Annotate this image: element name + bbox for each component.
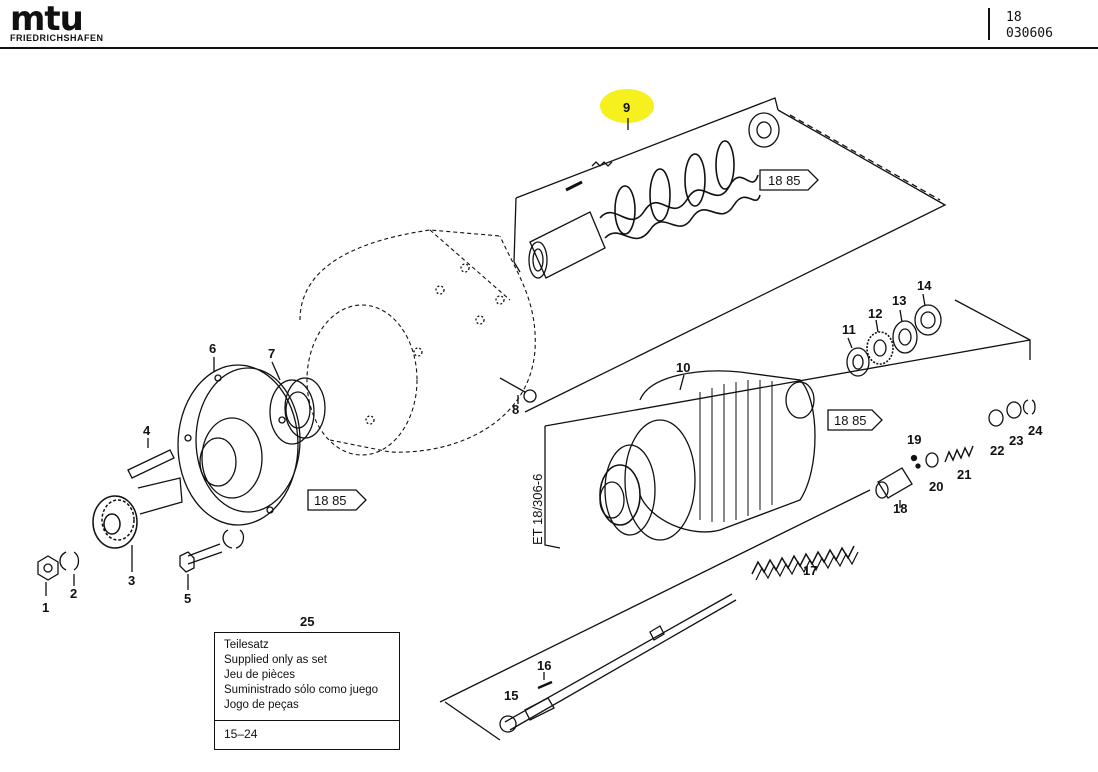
callout-2: 2 bbox=[70, 586, 77, 601]
sleeve-18 bbox=[877, 467, 913, 499]
screw-8 bbox=[499, 377, 526, 393]
drive-sleeve bbox=[529, 211, 606, 279]
page-code: 030606 bbox=[1006, 26, 1053, 41]
pinion-gear-3 bbox=[92, 495, 138, 549]
callout-7: 7 bbox=[268, 346, 275, 361]
callout-numbers: 1 2 3 4 5 6 7 8 9 10 11 12 13 14 15 16 1… bbox=[42, 100, 1043, 703]
callout-19: 19 bbox=[907, 432, 921, 447]
page-info: 18 030606 bbox=[1006, 10, 1053, 42]
ref-label-left: 18 85 bbox=[314, 493, 347, 508]
washer-14 bbox=[914, 304, 942, 336]
hex-nut-1 bbox=[37, 555, 59, 581]
callout-23: 23 bbox=[1009, 433, 1023, 448]
bolt-5 bbox=[187, 543, 223, 565]
callout-13: 13 bbox=[892, 293, 906, 308]
washer-11 bbox=[846, 347, 870, 377]
callout-4: 4 bbox=[143, 423, 151, 438]
ball-19 bbox=[910, 454, 918, 462]
woodruff-key-4 bbox=[127, 449, 175, 479]
callout-6: 6 bbox=[209, 341, 216, 356]
ref-label-top: 18 85 bbox=[768, 173, 801, 188]
kit-description: Teilesatz Supplied only as set Jeu de pi… bbox=[215, 633, 399, 721]
parts-kit-box: Teilesatz Supplied only as set Jeu de pi… bbox=[214, 632, 400, 750]
nut-15 bbox=[499, 715, 517, 733]
pinion-shaft-3 bbox=[137, 477, 183, 515]
kit-line-de: Teilesatz bbox=[224, 639, 269, 651]
callout-18: 18 bbox=[893, 501, 907, 516]
page-header: mtu FRIEDRICHSHAFEN 18 030606 bbox=[0, 0, 1098, 48]
ref-arrow-left bbox=[307, 489, 367, 511]
callout-24: 24 bbox=[1028, 423, 1043, 438]
callout-9-highlight bbox=[600, 89, 654, 123]
spiral-gear bbox=[599, 140, 761, 240]
bearing-7 bbox=[269, 377, 326, 445]
callout-5: 5 bbox=[184, 591, 191, 606]
lock-washer-2 bbox=[59, 551, 80, 571]
end-flange-6 bbox=[177, 364, 301, 526]
mtu-logo: mtu bbox=[10, 0, 84, 39]
ref-arrow-top bbox=[759, 169, 819, 191]
leader-10 bbox=[679, 374, 685, 391]
kit-line-fr: Jeu de pièces bbox=[224, 669, 295, 681]
header-divider bbox=[988, 8, 990, 40]
washer-20 bbox=[925, 452, 939, 468]
kit-line-pt: Jogo de peças bbox=[224, 699, 299, 711]
callout-8: 8 bbox=[512, 402, 519, 417]
header-rule bbox=[0, 47, 1098, 49]
end-ring bbox=[748, 112, 780, 148]
callout-10: 10 bbox=[676, 360, 690, 375]
callout-9: 9 bbox=[623, 100, 630, 115]
callout-22: 22 bbox=[990, 443, 1004, 458]
small-pin bbox=[565, 180, 583, 192]
circlip-24 bbox=[1022, 399, 1036, 415]
spring-21 bbox=[944, 445, 974, 463]
callout-25: 25 bbox=[300, 614, 315, 629]
callout-11: 11 bbox=[842, 322, 856, 337]
ref-label-middle: 18 85 bbox=[834, 413, 867, 428]
assembly-9-outline bbox=[513, 97, 947, 413]
small-spring bbox=[591, 161, 613, 167]
group-number: 18 bbox=[1006, 10, 1022, 25]
kit-line-es: Suministrado sólo como juego bbox=[224, 684, 379, 696]
pin-16 bbox=[537, 680, 553, 690]
ref-arrow-middle bbox=[827, 409, 883, 431]
et-label: ET 18/306-6 bbox=[530, 474, 545, 545]
armature-10 bbox=[599, 370, 816, 541]
exploded-parts-diagram: 1 2 3 4 5 6 7 8 9 10 11 12 13 14 15 16 1… bbox=[37, 89, 1043, 741]
assembly-9-dashes bbox=[789, 114, 941, 201]
leader-7 bbox=[271, 361, 281, 381]
callout-16: 16 bbox=[537, 658, 551, 673]
callout-1: 1 bbox=[42, 600, 49, 615]
callout-20: 20 bbox=[929, 479, 943, 494]
logo-subtitle: FRIEDRICHSHAFEN bbox=[10, 33, 104, 43]
callout-14: 14 bbox=[917, 278, 932, 293]
washer-13 bbox=[892, 320, 918, 354]
lower-frame bbox=[439, 489, 871, 741]
callout-17: 17 bbox=[803, 563, 817, 578]
washer-23 bbox=[1006, 401, 1022, 419]
retaining-ring bbox=[222, 529, 245, 549]
washer-22 bbox=[988, 409, 1004, 427]
armature-outline bbox=[544, 299, 1031, 549]
kit-line-en: Supplied only as set bbox=[224, 654, 327, 666]
callout-3: 3 bbox=[128, 573, 135, 588]
callout-21: 21 bbox=[957, 467, 971, 482]
kit-range: 15–24 bbox=[224, 727, 258, 741]
callout-15: 15 bbox=[504, 688, 518, 703]
housing-cylinder bbox=[299, 229, 536, 456]
bearing-12 bbox=[866, 331, 894, 365]
callout-12: 12 bbox=[868, 306, 882, 321]
spring-17 bbox=[751, 545, 855, 575]
